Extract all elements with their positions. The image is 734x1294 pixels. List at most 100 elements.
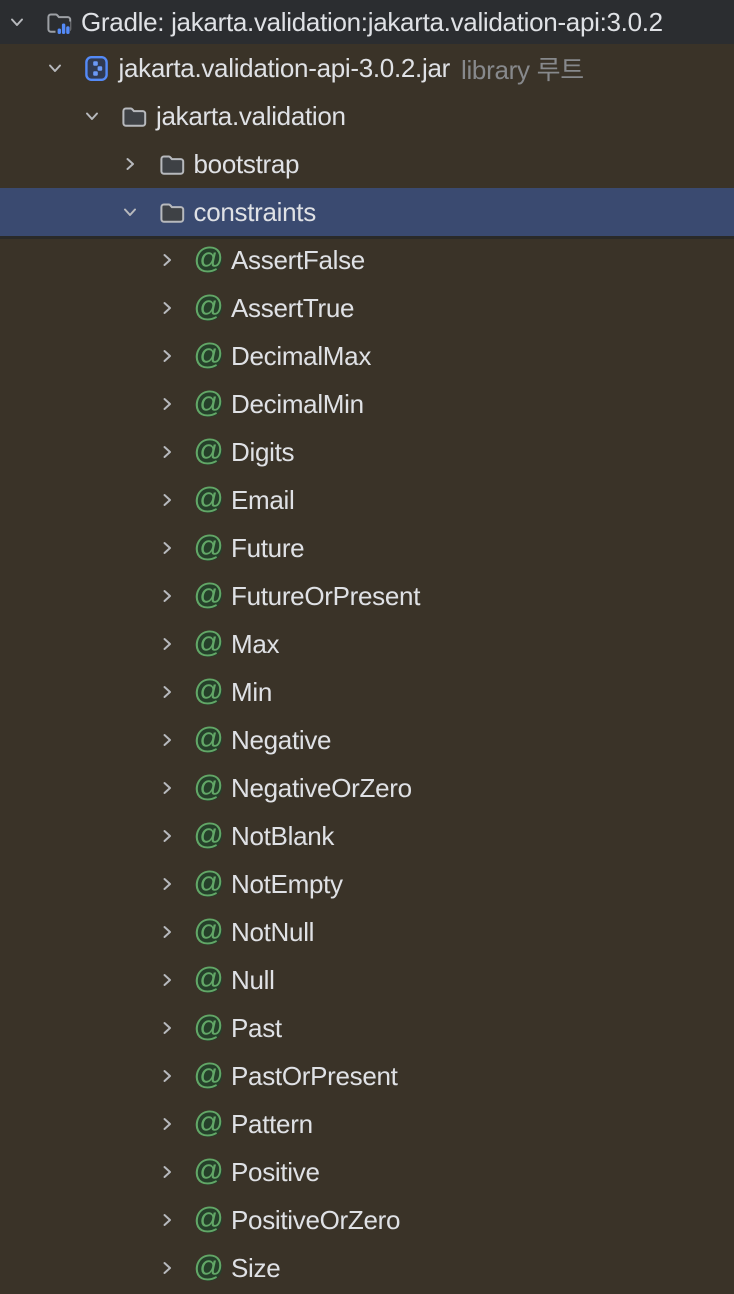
chevron-icon[interactable] — [157, 586, 177, 606]
chevron-icon[interactable] — [157, 682, 177, 702]
row-label: AssertTrue — [231, 292, 355, 323]
row-label: jakarta.validation-api-3.0.2.jar — [118, 52, 451, 83]
row-label: Null — [231, 964, 275, 995]
chevron-icon[interactable] — [120, 154, 140, 174]
tree-row[interactable]: @ Size — [0, 1244, 734, 1292]
row-label: DecimalMin — [231, 388, 364, 419]
annotation-icon: @ — [193, 674, 224, 707]
tree-row[interactable]: @ PositiveOrZero — [0, 1196, 734, 1244]
row-label: NotNull — [231, 916, 315, 947]
tree-row[interactable]: @ Past — [0, 1004, 734, 1052]
chevron-icon[interactable] — [157, 538, 177, 558]
tree-row[interactable]: @ Null — [0, 956, 734, 1004]
chevron-icon[interactable] — [157, 634, 177, 654]
chevron-icon[interactable] — [157, 826, 177, 846]
tree-row[interactable]: @ NegativeOrZero — [0, 764, 734, 812]
chevron-icon[interactable] — [157, 490, 177, 510]
chevron-icon[interactable] — [157, 442, 177, 462]
annotation-icon: @ — [193, 1058, 224, 1091]
tree-row[interactable]: @ NotNull — [0, 908, 734, 956]
annotation-icon: @ — [193, 866, 224, 899]
tree-row[interactable]: bootstrap — [0, 140, 734, 188]
annotation-icon: @ — [193, 578, 224, 611]
tree-row[interactable]: @ Positive — [0, 1148, 734, 1196]
row-label: Min — [231, 676, 272, 707]
chevron-icon[interactable] — [157, 1018, 177, 1038]
row-label: Positive — [231, 1156, 320, 1187]
tree-row[interactable]: @ FutureOrPresent — [0, 572, 734, 620]
row-label: Past — [231, 1012, 282, 1043]
tree-row[interactable]: jakarta.validation-api-3.0.2.jar library… — [0, 44, 734, 92]
row-suffix: library 루트 — [460, 54, 584, 85]
tree-row[interactable]: @ Email — [0, 476, 734, 524]
annotation-icon: @ — [193, 530, 224, 563]
annotation-icon: @ — [193, 386, 224, 419]
annotation-icon: @ — [193, 434, 224, 467]
tree-row[interactable]: constraints — [0, 188, 734, 239]
tree-row[interactable]: @ Negative — [0, 716, 734, 764]
chevron-icon[interactable] — [157, 346, 177, 366]
annotation-icon: @ — [193, 914, 224, 947]
row-label: NotEmpty — [231, 868, 343, 899]
annotation-icon: @ — [193, 1250, 224, 1283]
tree-row[interactable]: @ DecimalMax — [0, 332, 734, 380]
tree-row[interactable]: @ AssertTrue — [0, 284, 734, 332]
row-label: Pattern — [231, 1108, 313, 1139]
row-label: constraints — [193, 196, 317, 227]
row-label: Size — [231, 1252, 281, 1283]
tree-row[interactable]: @ Future — [0, 524, 734, 572]
tree-row[interactable]: jakarta.validation — [0, 92, 734, 140]
row-label: Max — [231, 628, 280, 659]
annotation-icon: @ — [193, 242, 224, 275]
annotation-icon: @ — [193, 722, 224, 755]
folder-icon — [158, 151, 185, 178]
chevron-icon[interactable] — [157, 970, 177, 990]
row-label: bootstrap — [193, 148, 300, 179]
chevron-icon[interactable] — [157, 1162, 177, 1182]
annotation-icon: @ — [193, 626, 224, 659]
row-label: Future — [231, 532, 305, 563]
chevron-icon[interactable] — [120, 202, 140, 222]
row-label: PastOrPresent — [231, 1060, 398, 1091]
annotation-icon: @ — [193, 1154, 224, 1187]
annotation-icon: @ — [193, 338, 224, 371]
chevron-icon[interactable] — [157, 874, 177, 894]
tree-row[interactable]: @ DecimalMin — [0, 380, 734, 428]
row-label: PositiveOrZero — [231, 1204, 401, 1235]
chevron-icon[interactable] — [157, 730, 177, 750]
row-label: NotBlank — [231, 820, 335, 851]
chevron-icon[interactable] — [157, 1114, 177, 1134]
chevron-icon[interactable] — [157, 298, 177, 318]
chevron-icon[interactable] — [157, 778, 177, 798]
chevron-icon[interactable] — [7, 12, 27, 32]
chevron-icon[interactable] — [157, 250, 177, 270]
annotation-icon: @ — [193, 770, 224, 803]
tree-row[interactable]: @ Pattern — [0, 1100, 734, 1148]
tree-row[interactable]: @ NotBlank — [0, 812, 734, 860]
tree-row[interactable]: @ AssertFalse — [0, 236, 734, 284]
row-label: Gradle: jakarta.validation:jakarta.valid… — [81, 6, 663, 37]
tree-row[interactable]: @ NotEmpty — [0, 860, 734, 908]
gradle-library-folder-icon — [45, 9, 72, 36]
chevron-icon[interactable] — [45, 58, 65, 78]
chevron-icon[interactable] — [157, 394, 177, 414]
tree-row[interactable]: Gradle: jakarta.validation:jakarta.valid… — [0, 0, 734, 44]
row-label: DecimalMax — [231, 340, 372, 371]
row-label: jakarta.validation — [156, 100, 346, 131]
chevron-icon[interactable] — [157, 1258, 177, 1278]
tree-row[interactable]: @ Digits — [0, 428, 734, 476]
annotation-icon: @ — [193, 290, 224, 323]
annotation-icon: @ — [193, 1202, 224, 1235]
tree-row[interactable]: @ Max — [0, 620, 734, 668]
row-label: Email — [231, 484, 295, 515]
row-label: Negative — [231, 724, 332, 755]
tree-row[interactable]: @ Min — [0, 668, 734, 716]
tree-row[interactable]: @ PastOrPresent — [0, 1052, 734, 1100]
chevron-icon[interactable] — [157, 1210, 177, 1230]
chevron-icon[interactable] — [82, 106, 102, 126]
chevron-icon[interactable] — [157, 922, 177, 942]
jar-file-icon — [83, 55, 110, 82]
chevron-icon[interactable] — [157, 1066, 177, 1086]
